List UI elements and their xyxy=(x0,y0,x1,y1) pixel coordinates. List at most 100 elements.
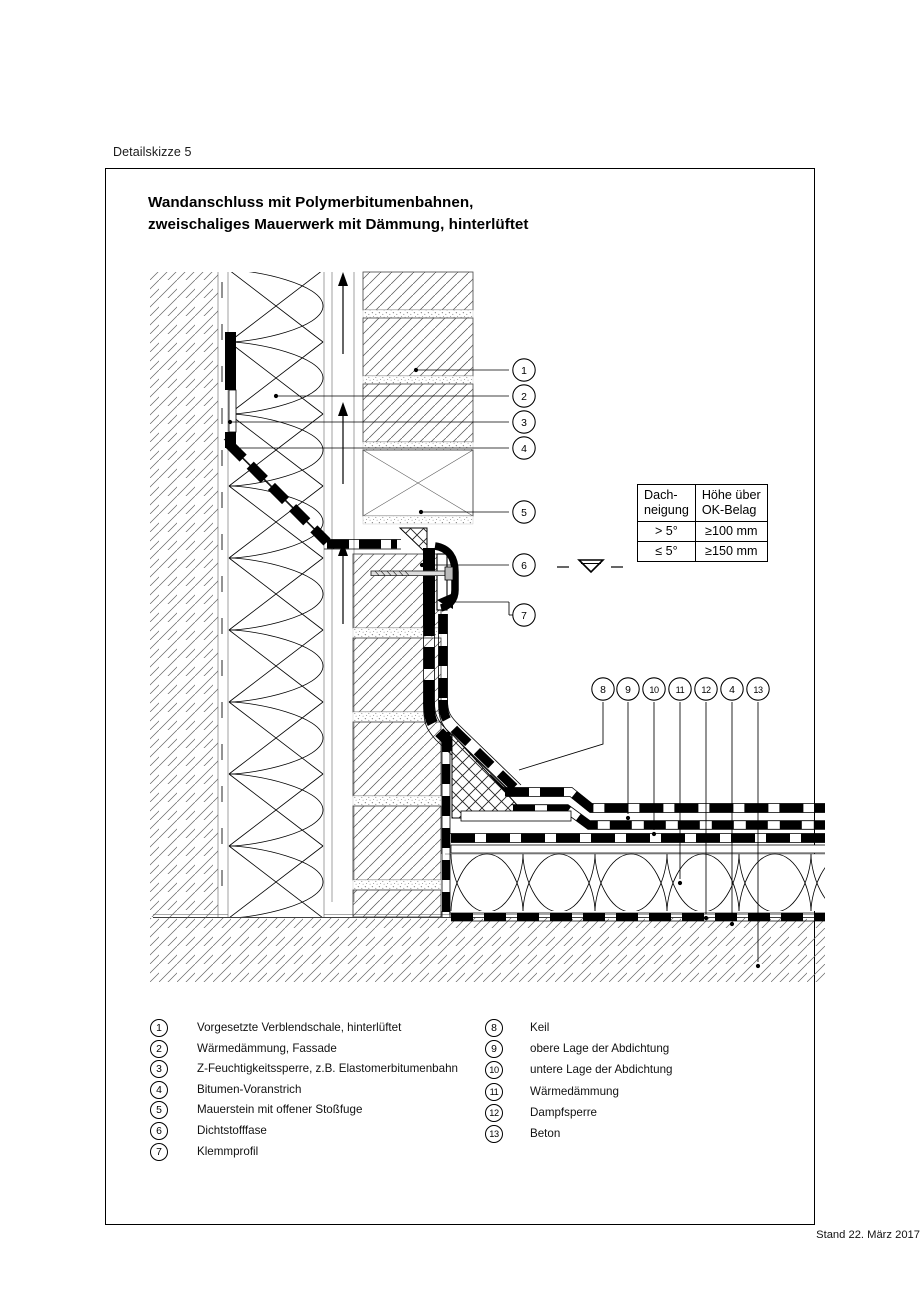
legend-text-8: Keil xyxy=(530,1021,550,1034)
legend-number-12: 12 xyxy=(485,1103,503,1122)
legend-text-7: Klemmprofil xyxy=(197,1144,259,1158)
legend-number-10: 10 xyxy=(485,1061,503,1080)
callout-5-label: 5 xyxy=(521,508,527,519)
ground-concrete-hatch xyxy=(150,918,825,982)
callout-9-label: 9 xyxy=(625,685,631,696)
legend-number-8: 8 xyxy=(485,1019,503,1037)
header-slope-line2: neigung xyxy=(644,502,689,517)
legend-item-12: 12 Dampfsperre xyxy=(485,1103,785,1124)
legend: 1 Vorgesetzte Verblendschale, hinterlüft… xyxy=(105,1018,815,1193)
callout-13-label: 13 xyxy=(753,685,763,695)
legend-item-13: 13 Beton xyxy=(485,1124,785,1145)
cell-slope-2: ≤ 5° xyxy=(637,540,696,562)
legend-item-7: 7 Klemmprofil xyxy=(150,1142,480,1163)
legend-number-4: 4 xyxy=(150,1080,168,1099)
sheet-label: Detailskizze 5 xyxy=(113,145,192,159)
callout-1-circle xyxy=(512,358,536,382)
callout-8-circle xyxy=(591,677,615,701)
facing-brickwork xyxy=(362,271,474,525)
slab-primer-layer xyxy=(449,912,825,922)
title-line-1: Wandanschluss mit Polymerbitumenbahnen, xyxy=(148,194,474,211)
callout-7-label: 7 xyxy=(521,611,527,622)
callout-3-circle xyxy=(512,410,536,434)
callout-4b-label: 4 xyxy=(729,685,735,696)
legend-text-3: Z-Feuchtigkeitssperre, z.B. Elastomerbit… xyxy=(197,1062,458,1076)
callout-5-circle xyxy=(512,500,536,524)
title-line-2: zweischaliges Mauerwerk mit Dämmung, hin… xyxy=(148,215,529,233)
table-header-row: Dach- neigung Höhe über OK-Belag xyxy=(637,484,768,522)
callouts-right-column: 1 2 3 4 5 6 xyxy=(227,358,536,627)
z-moisture-barrier xyxy=(223,332,401,550)
callout-2-label: 2 xyxy=(521,392,527,403)
revision-date: Stand 22. März 2017 xyxy=(816,1229,920,1241)
upstand-sealing-layers xyxy=(423,614,522,800)
callout-4-label: 4 xyxy=(521,444,527,455)
legend-text-10: untere Lage der Abdichtung xyxy=(530,1063,673,1077)
legend-number-3: 3 xyxy=(150,1060,168,1079)
legend-text-5: Mauerstein mit offener Stoßfuge xyxy=(197,1103,363,1117)
legend-text-2: Wärmedämmung, Fassade xyxy=(197,1041,337,1055)
wall-edge-membrane xyxy=(441,732,451,917)
callout-12-circle xyxy=(694,677,718,701)
backing-wall-hatch xyxy=(150,272,218,917)
legend-column-left: 1 Vorgesetzte Verblendschale, hinterlüft… xyxy=(150,1018,480,1162)
legend-text-12: Dampfsperre xyxy=(530,1105,598,1119)
callout-11-circle xyxy=(668,677,692,701)
header-height-line2: OK-Belag xyxy=(701,502,757,517)
callout-11-label: 11 xyxy=(676,685,685,695)
callout-4b-circle xyxy=(720,677,744,701)
table-row: > 5° ≥100 mm xyxy=(637,520,768,542)
legend-text-9: obere Lage der Abdichtung xyxy=(530,1042,670,1056)
legend-item-4: 4 Bitumen-Voranstrich xyxy=(150,1080,480,1101)
legend-item-9: 9 obere Lage der Abdichtung xyxy=(485,1039,785,1060)
callout-2-circle xyxy=(512,384,536,408)
water-level-triangle-icon xyxy=(557,559,623,574)
legend-item-8: 8 Keil xyxy=(485,1018,785,1039)
table-row: ≤ 5° ≥150 mm xyxy=(637,540,768,562)
legend-number-6: 6 xyxy=(150,1121,168,1140)
separation-strip xyxy=(460,810,572,822)
legend-item-10: 10 untere Lage der Abdichtung xyxy=(485,1060,785,1081)
legend-text-1: Vorgesetzte Verblendschale, hinterlüftet xyxy=(197,1021,402,1034)
legend-text-4: Bitumen-Voranstrich xyxy=(197,1082,302,1096)
upper-sealing-layer xyxy=(503,787,825,813)
fastening-screw xyxy=(370,566,454,581)
legend-number-7: 7 xyxy=(150,1142,168,1161)
legend-number-9: 9 xyxy=(485,1040,503,1059)
header-cell-slope: Dach- neigung xyxy=(637,484,696,522)
cell-height-2: ≥150 mm xyxy=(694,540,768,562)
legend-text-6: Dichtstofffase xyxy=(197,1123,267,1137)
facade-insulation xyxy=(227,272,325,917)
callout-8-label: 8 xyxy=(600,685,606,696)
legend-item-2: 2 Wärmedämmung, Fassade xyxy=(150,1039,480,1060)
callout-3-label: 3 xyxy=(521,418,527,429)
legend-column-right: 8 Keil 9 obere Lage der Abdichtung 10 un… xyxy=(485,1018,785,1145)
legend-number-11: 11 xyxy=(485,1082,503,1101)
legend-number-13: 13 xyxy=(485,1124,503,1143)
cell-height-1: ≥100 mm xyxy=(694,520,768,542)
callout-6-label: 6 xyxy=(521,561,527,572)
callout-6-circle xyxy=(512,553,536,577)
legend-item-1: 1 Vorgesetzte Verblendschale, hinterlüft… xyxy=(150,1018,480,1039)
legend-text-11: Wärmedämmung xyxy=(530,1084,619,1098)
header-slope-line1: Dach- xyxy=(644,488,678,502)
legend-item-6: 6 Dichtstofffase xyxy=(150,1121,480,1142)
legend-item-5: 5 Mauerstein mit offener Stoßfuge xyxy=(150,1100,480,1121)
callout-1-label: 1 xyxy=(521,366,527,377)
header-height-line1: Höhe über xyxy=(701,488,761,502)
vapour-barrier xyxy=(449,833,825,854)
page-title: Wandanschluss mit Polymerbitumenbahnen, … xyxy=(148,192,788,235)
callout-12-label: 12 xyxy=(701,685,711,695)
callout-9-circle xyxy=(616,677,640,701)
callout-10-label: 10 xyxy=(649,685,659,695)
legend-item-11: 11 Wärmedämmung xyxy=(485,1082,785,1103)
callout-4-circle xyxy=(512,436,536,460)
legend-text-13: Beton xyxy=(530,1126,561,1140)
roof-build-up xyxy=(441,787,825,922)
roof-thermal-insulation xyxy=(441,853,825,911)
sealant-chamfer xyxy=(398,527,428,556)
callout-10-circle xyxy=(642,677,666,701)
cell-slope-1: > 5° xyxy=(637,520,696,542)
legend-item-3: 3 Z-Feuchtigkeitssperre, z.B. Elastomerb… xyxy=(150,1059,480,1080)
